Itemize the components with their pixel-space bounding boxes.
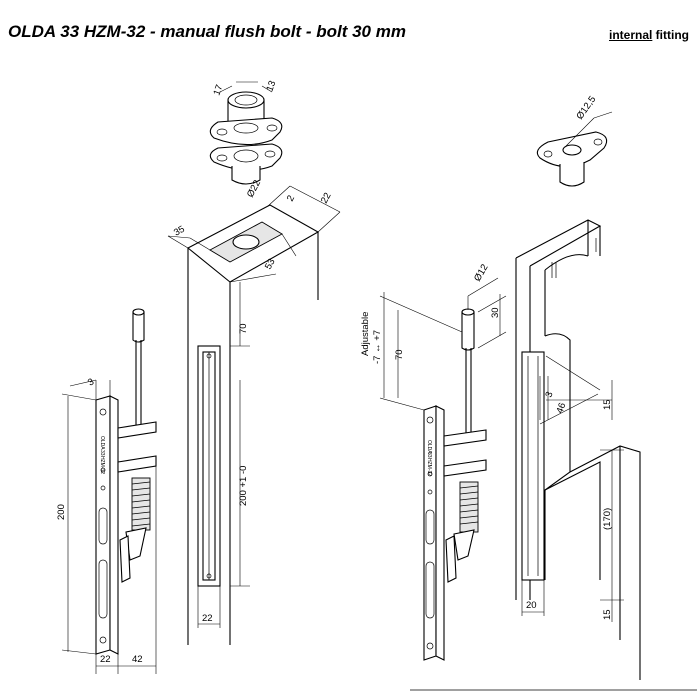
dim-hole-offset: 2 <box>285 194 297 204</box>
dim-strike-width: 17 <box>211 83 225 97</box>
flush-bolt-left: OLDA 33 HZM-32 <box>95 308 157 655</box>
door-edge-left-dims: 35 Ø22 2 22 53 70 200 +1 -0 22 <box>167 178 341 628</box>
dim-right-20: 20 <box>526 600 537 611</box>
socket-plate: Ø12,5 <box>536 94 613 187</box>
dim-strike-height: 13 <box>264 79 278 93</box>
dim-adjustable-range: -7 ↔ +7 <box>372 330 383 364</box>
fitting-type-rest: fitting <box>652 28 689 42</box>
dim-right-diameter: Ø12 <box>472 262 491 283</box>
door-edge-left <box>187 204 320 645</box>
flush-bolt-right: OLDA 33 HZM-32 <box>423 308 487 661</box>
dim-right-170: (170) <box>602 508 613 530</box>
dim-bolt-42: 42 <box>132 654 143 665</box>
door-edge-right <box>515 219 641 680</box>
dim-200-tolerance: 200 +1 -0 <box>238 466 249 506</box>
page-title: OLDA 33 HZM-32 - manual flush bolt - bol… <box>8 22 406 41</box>
dim-bolt-3: 3 <box>86 376 96 388</box>
dim-right-15-bottom: 15 <box>602 609 613 620</box>
door-edge-right-dims: 15 3 46 (170) 15 20 <box>521 355 624 622</box>
dim-right-70: 70 <box>394 349 405 360</box>
fitting-type-label: internal fitting <box>609 28 689 42</box>
dim-plate-width: 22 <box>319 191 334 206</box>
dim-right-46: 46 <box>554 401 568 415</box>
dim-adjustable: Adjustable <box>360 312 371 356</box>
plate-model-code-right: HZM-32 <box>426 458 432 476</box>
plate-model-code: HZM-32 <box>99 456 105 474</box>
plate-logo-right: OLDA <box>426 440 432 454</box>
plate-model-number: 33 <box>99 450 105 456</box>
plate-model-number-right: 33 <box>426 452 432 458</box>
fitting-type-underlined: internal <box>609 28 653 42</box>
dim-53: 53 <box>263 257 278 272</box>
dim-bolt-22: 22 <box>100 654 111 665</box>
dim-70: 70 <box>238 323 249 334</box>
plate-logo: OLDA <box>99 436 105 450</box>
flush-bolt-right-dims: Ø12 30 Adjustable -7 ↔ +7 70 <box>360 262 507 411</box>
dim-bolt-200: 200 <box>56 504 67 520</box>
flush-bolt-left-dims: 200 3 22 42 <box>56 376 157 674</box>
dim-22-recess: 22 <box>202 613 213 624</box>
dim-35: 35 <box>172 224 187 239</box>
strike-dimensions: 17 13 <box>211 79 278 97</box>
dim-right-30: 30 <box>490 307 501 318</box>
floor-socket-exploded <box>209 91 283 185</box>
dim-right-15-top: 15 <box>602 399 613 410</box>
dim-right-3: 3 <box>543 390 555 399</box>
